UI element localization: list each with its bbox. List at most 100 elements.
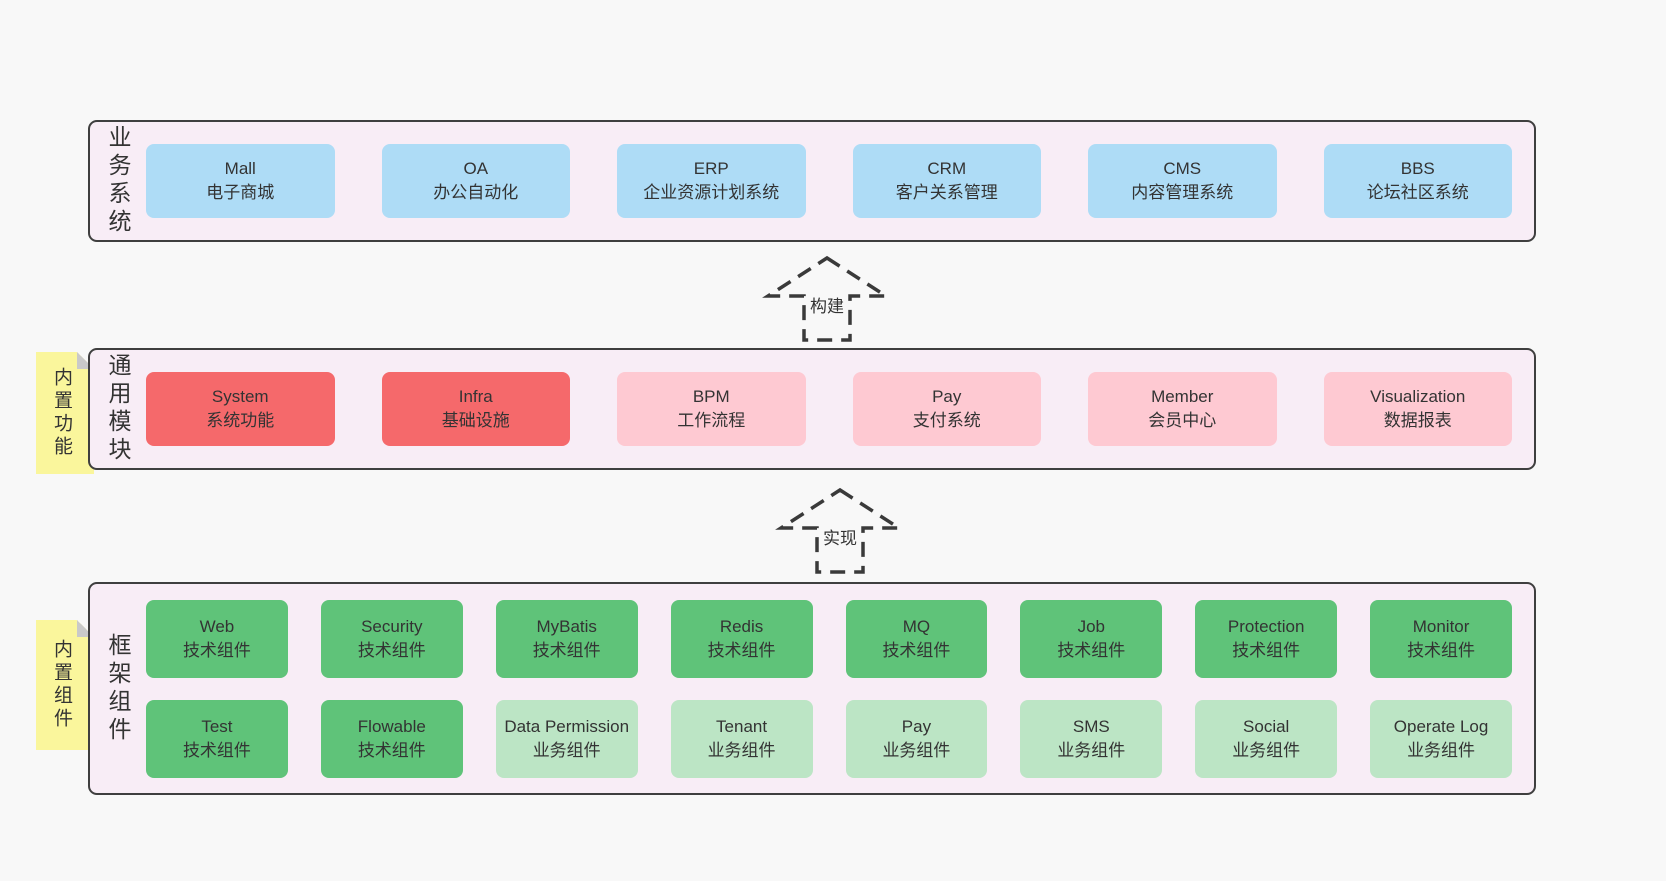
band-label-wrap: 框架组件 (90, 584, 146, 793)
band-row: Test 技术组件 Flowable 技术组件 Data Permission … (146, 699, 1512, 778)
box-mall: Mall 电子商城 (146, 144, 335, 218)
box-title: Pay (932, 387, 962, 407)
box-social: Social 业务组件 (1195, 699, 1338, 778)
box-subtitle: 业务组件 (532, 740, 601, 760)
box-subtitle: 业务组件 (1232, 740, 1301, 760)
box-subtitle: 客户关系管理 (895, 183, 998, 202)
sticky-note-builtin-features: 内置功能 (36, 352, 94, 474)
band-framework-components-label: 框架组件 (105, 632, 131, 745)
up-arrow-dashed-icon (775, 487, 905, 574)
box-title: Monitor (1412, 616, 1470, 636)
band-row: System 系统功能 Infra 基础设施 BPM 工作流程 Pay 支付系统… (146, 372, 1512, 446)
box-cms: CMS 内容管理系统 (1088, 144, 1277, 218)
box-monitor: Monitor 技术组件 (1370, 599, 1512, 678)
box-title: Protection (1227, 616, 1305, 636)
box-member: Member 会员中心 (1088, 372, 1277, 446)
box-title: Test (201, 716, 233, 736)
box-title: Web (199, 616, 235, 636)
band-common-modules: 通用模块 System 系统功能 Infra 基础设施 BPM 工作流程 Pay… (88, 348, 1536, 470)
box-operate-log: Operate Log 业务组件 (1370, 699, 1512, 778)
sticky-note-label: 内置功能 (51, 367, 72, 459)
box-oa: OA 办公自动化 (381, 144, 570, 218)
box-title: Security (361, 616, 423, 636)
box-subtitle: 论坛社区系统 (1366, 183, 1469, 202)
box-subtitle: 支付系统 (912, 411, 981, 430)
box-job: Job 技术组件 (1020, 599, 1163, 678)
band-label-wrap: 通用模块 (90, 350, 146, 468)
box-system: System 系统功能 (146, 372, 335, 446)
box-subtitle: 技术组件 (1407, 640, 1476, 660)
box-title: Mall (224, 159, 256, 179)
band-framework-components: 框架组件 Web 技术组件 Security 技术组件 MyBatis 技术组件… (88, 582, 1536, 795)
box-pay-business: Pay 业务组件 (845, 699, 988, 778)
band-common-modules-label: 通用模块 (105, 353, 131, 465)
box-subtitle: 技术组件 (357, 740, 426, 760)
box-title: Job (1077, 616, 1106, 636)
box-data-permission: Data Permission 业务组件 (495, 699, 638, 778)
arrow-build: 构建 (762, 255, 892, 343)
box-subtitle: 内容管理系统 (1131, 183, 1234, 202)
box-bpm: BPM 工作流程 (617, 372, 806, 446)
box-title: Infra (458, 387, 493, 407)
box-title: Pay (901, 716, 932, 736)
box-subtitle: 业务组件 (882, 740, 951, 760)
band-label-wrap: 业务系统 (90, 122, 146, 240)
box-subtitle: 技术组件 (1057, 640, 1126, 660)
box-visualization: Visualization 数据报表 (1323, 372, 1512, 446)
box-subtitle: 业务组件 (707, 740, 776, 760)
box-mybatis: MyBatis 技术组件 (495, 599, 638, 678)
band-business-systems-label: 业务系统 (105, 125, 131, 237)
sticky-note-builtin-components: 内置组件 (36, 620, 94, 750)
band-content: System 系统功能 Infra 基础设施 BPM 工作流程 Pay 支付系统… (146, 350, 1534, 468)
box-subtitle: 技术组件 (532, 640, 601, 660)
box-subtitle: 技术组件 (357, 640, 426, 660)
box-sms: SMS 业务组件 (1020, 699, 1163, 778)
box-bbs: BBS 论坛社区系统 (1323, 144, 1512, 218)
box-title: BPM (692, 387, 730, 407)
box-title: ERP (693, 159, 729, 179)
box-title: MQ (902, 616, 931, 636)
box-subtitle: 数据报表 (1383, 411, 1452, 430)
arrow-implement-label: 实现 (820, 523, 860, 550)
box-subtitle: 技术组件 (882, 640, 951, 660)
box-title: System (211, 387, 269, 407)
box-security: Security 技术组件 (320, 599, 463, 678)
box-subtitle: 会员中心 (1148, 411, 1217, 430)
box-title: Operate Log (1393, 716, 1489, 736)
box-web: Web 技术组件 (146, 599, 288, 678)
box-crm: CRM 客户关系管理 (852, 144, 1041, 218)
box-mq: MQ 技术组件 (845, 599, 988, 678)
box-flowable: Flowable 技术组件 (320, 699, 463, 778)
box-subtitle: 系统功能 (206, 411, 275, 430)
box-subtitle: 业务组件 (1407, 740, 1476, 760)
box-title: SMS (1072, 716, 1110, 736)
box-title: Flowable (357, 716, 426, 736)
box-subtitle: 企业资源计划系统 (643, 183, 780, 202)
box-title: Social (1243, 716, 1290, 736)
box-tenant: Tenant 业务组件 (670, 699, 813, 778)
box-subtitle: 办公自动化 (433, 183, 519, 202)
box-erp: ERP 企业资源计划系统 (617, 144, 806, 218)
band-row: Web 技术组件 Security 技术组件 MyBatis 技术组件 Redi… (146, 599, 1512, 678)
box-protection: Protection 技术组件 (1195, 599, 1338, 678)
band-content: Mall 电子商城 OA 办公自动化 ERP 企业资源计划系统 CRM 客户关系… (146, 122, 1534, 240)
box-test: Test 技术组件 (146, 699, 288, 778)
box-title: CMS (1163, 159, 1202, 179)
box-title: Redis (719, 616, 764, 636)
box-title: CRM (927, 159, 967, 179)
box-pay: Pay 支付系统 (852, 372, 1041, 446)
box-subtitle: 技术组件 (707, 640, 776, 660)
sticky-note-label: 内置组件 (51, 639, 72, 731)
box-subtitle: 技术组件 (182, 640, 251, 660)
box-subtitle: 基础设施 (441, 411, 510, 430)
box-title: Member (1151, 387, 1214, 407)
box-subtitle: 技术组件 (182, 740, 251, 760)
box-subtitle: 电子商城 (206, 183, 275, 202)
box-title: BBS (1400, 159, 1435, 179)
band-row: Mall 电子商城 OA 办公自动化 ERP 企业资源计划系统 CRM 客户关系… (146, 144, 1512, 218)
box-subtitle: 工作流程 (677, 411, 746, 430)
arrow-implement: 实现 (775, 487, 905, 575)
box-redis: Redis 技术组件 (670, 599, 813, 678)
box-title: MyBatis (536, 616, 597, 636)
band-business-systems: 业务系统 Mall 电子商城 OA 办公自动化 ERP 企业资源计划系统 CRM… (88, 120, 1536, 242)
